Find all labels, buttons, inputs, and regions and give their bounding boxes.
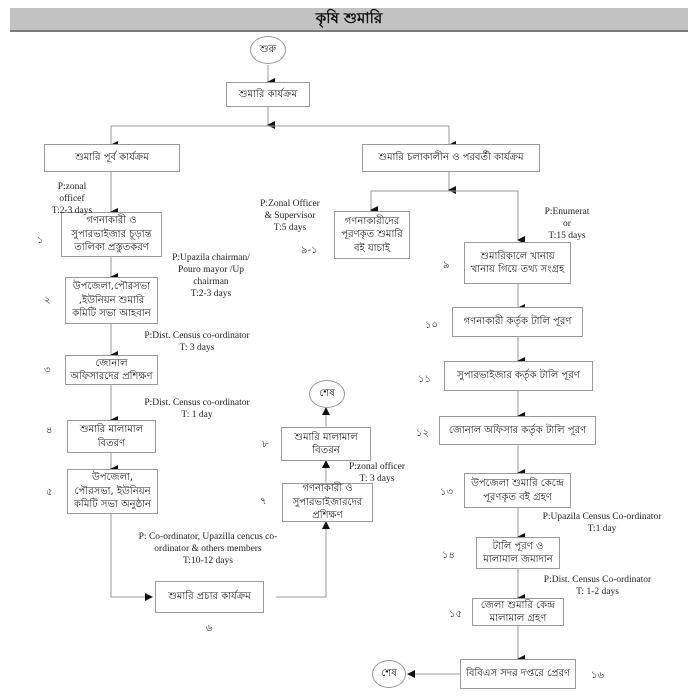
start-label: শুরু <box>259 43 277 55</box>
box-step-4-label: শুমারি মালামাল বিতরণ <box>79 424 144 449</box>
box-step-5-label: উপজেলা, পৌরসভা, ইউনিয়ন কমিটি সভা অনুষ্ঠ… <box>73 472 152 511</box>
box-step-10-label: গণনাকারী কর্তৃক টালি পূরণ <box>463 316 572 328</box>
box-step-1: গণনাকারী ও সুপারভাইজার চূড়ান্ত তালিকা প… <box>61 212 162 257</box>
step-number-12: ১২ <box>416 428 429 439</box>
box-step-11: সুপারভাইজার কর্তৃক টালি পূরণ <box>444 361 593 391</box>
note-step-1: P:zonal officef T:2-3 days <box>51 182 93 216</box>
box-step-16: বিবিএস সদর দপ্তরে প্রেরণ <box>460 659 576 689</box>
step-number-6: ৬ <box>206 623 213 634</box>
box-step-9: শুমারিকালে খানায় খানায় গিয়ে তথ্য সংগ্… <box>464 242 571 284</box>
end-label: শেষ <box>319 387 335 399</box>
end-node-right: শেষ <box>372 660 406 688</box>
box-step-12-label: জোনাল অফিসার কর্তৃক টালি পূরণ <box>448 424 587 436</box>
box-step-6: শুমারি প্রচার কার্যক্রম <box>155 581 264 613</box>
box-step-9-label: শুমারিকালে খানায় খানায় গিয়ে তথ্য সংগ্… <box>470 250 565 276</box>
box-step-15: জেলা শুমারি কেন্দ্র মালামাল গ্রহণ <box>472 598 564 626</box>
end-node-middle: শেষ <box>309 380 345 408</box>
note-step-4: P:Dist. Census co-ordinator T: 1 day <box>144 398 250 420</box>
box-step-3-label: জোনাল অফিসারদের প্রশিক্ষণ <box>70 357 153 383</box>
line-split-left <box>110 125 456 149</box>
step-number-4: ৪ <box>46 425 53 436</box>
end-label: শেষ <box>381 667 397 679</box>
box-step-15-label: জেলা শুমারি কেন্দ্র মালামাল গ্রহণ <box>480 599 556 625</box>
box-step-2-label: উপজেলা,পৌরসভা ,ইউনিয়ন শুমারি কমিটি সভা … <box>72 281 151 320</box>
step-number-11: ১১ <box>418 374 431 385</box>
step-number-2: ২ <box>44 295 51 306</box>
arrow-s6-s7 <box>276 521 330 598</box>
box-step-16-label: বিবিএস সদর দপ্তরে প্রেরণ <box>465 668 571 680</box>
note-step-15: P:Dist. Census Co-ordinator T: 1-2 days <box>543 575 652 597</box>
box-main-label: শুমারি কার্যক্রম <box>238 88 298 100</box>
arrow-s5-s6 <box>110 514 153 601</box>
box-step-9-1: গণনাকারীদের পূরণকৃত শুমারি বই যাচাই <box>334 211 410 259</box>
box-step-13: উপজেলা শুমারি কেন্দ্রে পূরণকৃত বই গ্রহণ <box>464 473 571 508</box>
note-step-8: P:zonal officer T: 3 days <box>348 462 405 484</box>
step-number-15: ১৫ <box>449 609 462 620</box>
box-step-7-label: গণনাকারী ও সুপারভাইজারদের প্রশিক্ষণ <box>292 483 363 522</box>
box-step-10: গণনাকারী কর্তৃক টালি পূরণ <box>452 307 583 337</box>
box-step-14-label: টালি পূরণ ও মালামাল জমাদান <box>483 540 553 566</box>
step-number-10: ১০ <box>425 320 438 331</box>
start-node: শুরু <box>250 36 286 64</box>
note-step-14: P:Upazila Census Co-ordinator T:1 day <box>542 512 662 534</box>
note-step-3: P:Dist. Census co-ordinator T: 3 days <box>144 331 250 353</box>
step-number-13: ১৩ <box>440 487 453 498</box>
box-step-6-label: শুমারি প্রচার কার্যক্রম <box>168 591 251 603</box>
step-number-16: ১৬ <box>591 670 604 681</box>
box-step-5: উপজেলা, পৌরসভা, ইউনিয়ন কমিটি সভা অনুষ্ঠ… <box>67 469 158 514</box>
step-number-14: ১৪ <box>442 550 455 561</box>
box-step-14: টালি পূরণ ও মালামাল জমাদান <box>476 537 560 569</box>
note-step-9-1: P:Zonal Officer & Supervisor T:5 days <box>260 199 320 233</box>
title-bar: কৃষি শুমারি <box>10 8 688 32</box>
box-main: শুমারি কার্যক্রম <box>226 82 310 107</box>
box-pre-label: শুমারি পূর্ব কার্যক্রম <box>75 152 149 164</box>
step-number-3: ৩ <box>44 365 51 376</box>
page-title: কৃষি শুমারি <box>315 8 383 27</box>
box-step-9-1-label: গণনাকারীদের পূরণকৃত শুমারি বই যাচাই <box>341 215 403 254</box>
box-step-2: উপজেলা,পৌরসভা ,ইউনিয়ন শুমারি কমিটি সভা … <box>65 277 158 324</box>
note-step-2: P:Upazila chairman/ Pouro mayor /Up chai… <box>172 253 250 299</box>
box-step-8-label: শুমারি মালামাল বিতরন <box>294 431 358 457</box>
box-step-7: গণনাকারী ও সুপারভাইজারদের প্রশিক্ষণ <box>282 483 373 522</box>
box-step-8: শুমারি মালামাল বিতরন <box>281 427 371 461</box>
step-number-9: ৯ <box>443 260 450 271</box>
box-step-12: জোনাল অফিসার কর্তৃক টালি পূরণ <box>439 416 596 445</box>
step-number-5: ৫ <box>46 487 53 498</box>
step-number-7: ৭ <box>260 496 267 507</box>
box-pre: শুমারি পূর্ব কার্যক্রম <box>44 144 180 172</box>
step-number-8: ৮ <box>262 439 269 450</box>
box-during-label: শুমারি চলাকালীন ও পরবর্তী কার্যক্রম <box>378 152 524 164</box>
note-step-6: P: Co-ordinator, Upazilla cencus co- ord… <box>138 532 278 566</box>
box-step-11-label: সুপারভাইজার কর্তৃক টালি পূরণ <box>457 370 580 382</box>
step-number-9-1: ৯-১ <box>301 245 318 256</box>
box-step-4: শুমারি মালামাল বিতরণ <box>67 420 156 453</box>
box-step-1-label: গণনাকারী ও সুপারভাইজার চূড়ান্ত তালিকা প… <box>71 215 152 254</box>
note-step-9: P:Enumerat or T:15 days <box>544 207 590 241</box>
box-during: শুমারি চলাকালীন ও পরবর্তী কার্যক্রম <box>362 144 540 172</box>
box-step-13-label: উপজেলা শুমারি কেন্দ্রে পূরণকৃত বই গ্রহণ <box>471 478 564 503</box>
step-number-1: ১ <box>37 235 44 246</box>
box-step-3: জোনাল অফিসারদের প্রশিক্ষণ <box>65 355 158 385</box>
